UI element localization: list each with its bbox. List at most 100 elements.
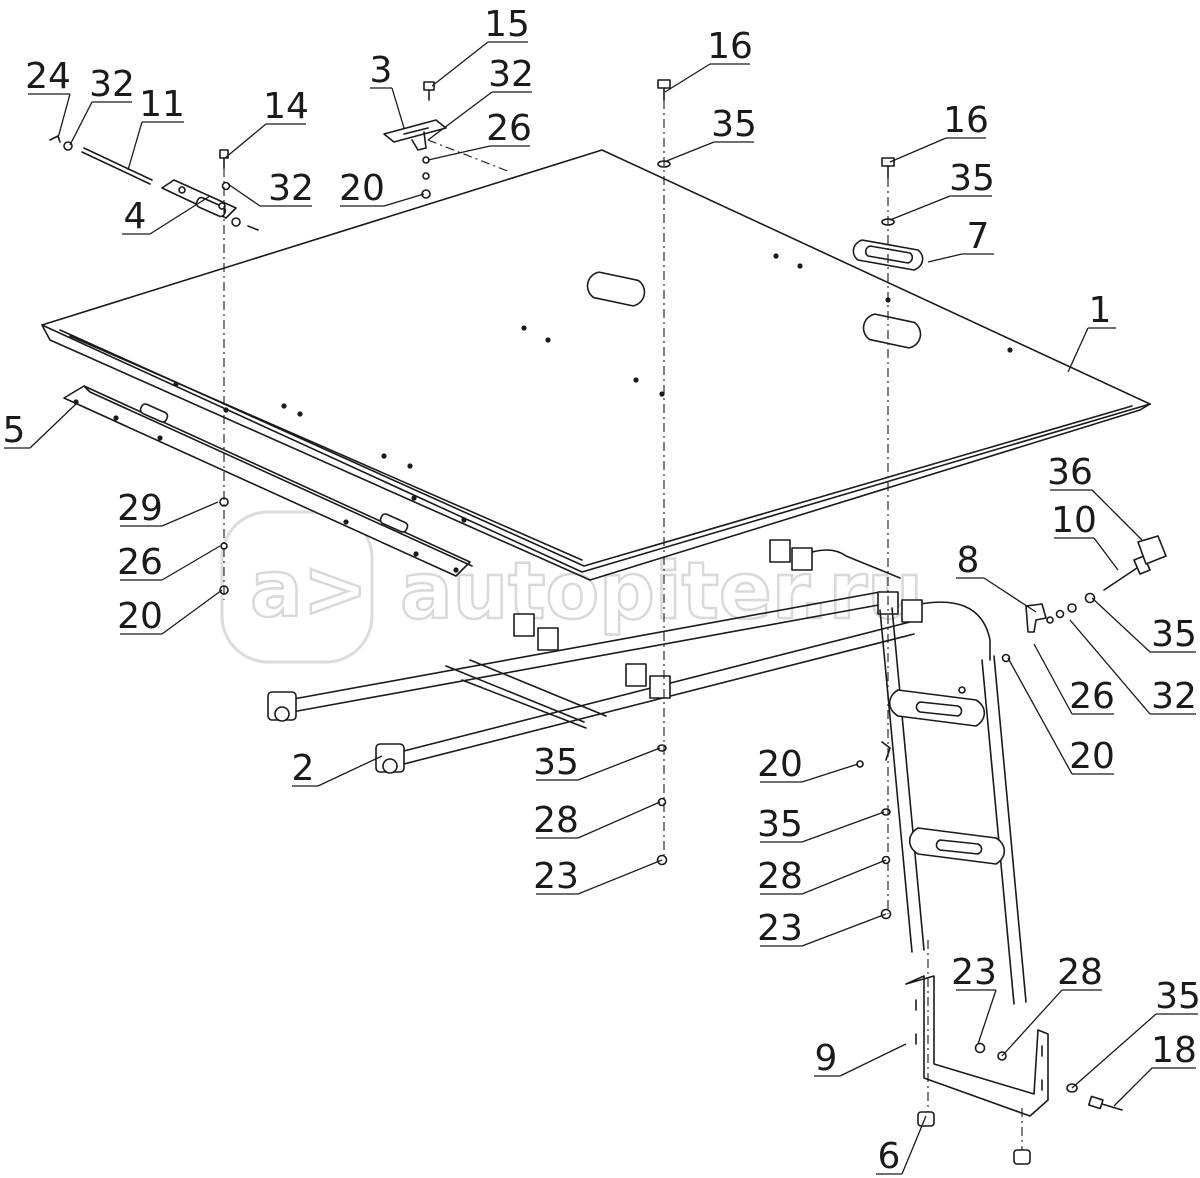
callout-label: 16	[943, 100, 989, 141]
lower-frame	[267, 539, 991, 774]
callout-label: 23	[533, 856, 579, 897]
callout-label: 26	[117, 542, 163, 583]
callout-leader-line	[383, 193, 425, 207]
callout-leader-line	[161, 589, 223, 635]
callout-label: 28	[1057, 952, 1103, 993]
roof-slot-right	[862, 313, 922, 349]
callout-28: 28	[757, 856, 887, 897]
callout-label: 26	[1069, 676, 1115, 717]
callout-leader-line	[427, 145, 491, 161]
callout-leader-line	[161, 545, 221, 581]
callout-label: 20	[339, 168, 385, 209]
callout-leader-line	[664, 63, 711, 93]
callout-26: 26	[427, 108, 532, 161]
callout-leader-line	[577, 859, 663, 895]
callout-leader-line	[1001, 989, 1063, 1057]
callout-label: 35	[757, 804, 803, 845]
callout-label: 35	[1151, 614, 1197, 655]
callout-label: 32	[89, 64, 135, 105]
callout-3: 3	[370, 50, 405, 129]
callout-label: 5	[3, 410, 26, 451]
callout-leader-line	[161, 501, 219, 527]
callout-32: 32	[427, 54, 534, 141]
callout-label: 7	[967, 216, 990, 257]
callout-leader-line	[127, 121, 143, 171]
callout-label: 35	[1155, 976, 1200, 1017]
callout-9: 9	[814, 1038, 907, 1079]
callout-label: 8	[957, 540, 980, 581]
callout-26: 26	[117, 542, 221, 583]
callout-23: 23	[757, 908, 887, 949]
latch-hardware	[1001, 535, 1167, 663]
callout-label: 26	[486, 108, 532, 149]
callout-label: 9	[815, 1038, 838, 1079]
callout-20: 20	[757, 744, 859, 785]
callout-26: 26	[1033, 643, 1115, 717]
callout-35: 35	[1091, 597, 1197, 655]
callout-leader-line	[801, 811, 885, 843]
callout-5: 5	[3, 403, 77, 451]
watermark-text: autopiter.ru	[400, 547, 923, 637]
callout-leader-line	[901, 1115, 927, 1175]
callout-label: 36	[1047, 452, 1093, 493]
callout-7: 7	[927, 216, 994, 263]
callout-6: 6	[876, 1115, 927, 1177]
callout-label: 29	[117, 488, 163, 529]
roof-slot-center	[586, 271, 646, 307]
callout-32: 32	[69, 64, 135, 146]
callout-32: 32	[1069, 619, 1197, 717]
callout-label: 23	[951, 952, 997, 993]
callout-leader-line	[1091, 489, 1143, 541]
callout-29: 29	[117, 488, 219, 529]
callout-leader-line	[839, 1043, 907, 1077]
callout-23: 23	[533, 856, 663, 897]
bolt-18	[1066, 1083, 1123, 1111]
callout-10: 10	[1051, 500, 1119, 571]
callout-label: 20	[1069, 736, 1115, 777]
callout-leader-line	[57, 93, 71, 139]
callout-leader-line	[431, 41, 489, 87]
callout-35: 35	[757, 804, 885, 845]
callout-20: 20	[117, 589, 223, 637]
callout-leader-line	[1071, 1013, 1157, 1089]
roof-holes	[173, 253, 1013, 523]
callout-16: 16	[664, 26, 753, 93]
callout-24: 24	[25, 56, 71, 139]
callout-label: 6	[878, 1136, 901, 1177]
callout-leader-line	[801, 763, 859, 783]
callout-16: 16	[889, 100, 989, 163]
callout-label: 2	[292, 748, 315, 789]
callout-label: 28	[533, 800, 579, 841]
callout-15: 15	[431, 4, 530, 87]
callout-leader-line	[1033, 643, 1073, 715]
callout-leader-line	[1091, 597, 1151, 653]
callout-label: 23	[757, 908, 803, 949]
callout-leader-line	[69, 101, 93, 146]
center-axes	[223, 100, 1023, 1150]
callout-18: 18	[1113, 1030, 1197, 1107]
callout-label: 1	[1089, 290, 1112, 331]
callout-35: 35	[533, 742, 661, 783]
callout-label: 14	[263, 86, 309, 127]
callout-label: 35	[711, 104, 757, 145]
watermark: a> autopiter.ru	[220, 510, 924, 664]
callout-leader-line	[977, 989, 997, 1045]
callout-label: 28	[757, 856, 803, 897]
callout-label: 10	[1051, 500, 1097, 541]
callout-leader-line	[577, 801, 661, 839]
callout-leader-line	[427, 91, 493, 141]
callout-28: 28	[1001, 952, 1103, 1057]
ladder	[856, 607, 1027, 1005]
callout-14: 14	[224, 86, 309, 159]
callout-leader-line	[224, 123, 267, 159]
callout-4: 4	[122, 195, 211, 237]
callout-leader-line	[1093, 537, 1119, 571]
callout-label: 20	[757, 744, 803, 785]
callout-leader-line	[889, 195, 951, 221]
callout-label: 20	[117, 596, 163, 637]
roof-panel	[41, 149, 1151, 581]
callout-label: 35	[949, 158, 995, 199]
callout-label: 35	[533, 742, 579, 783]
